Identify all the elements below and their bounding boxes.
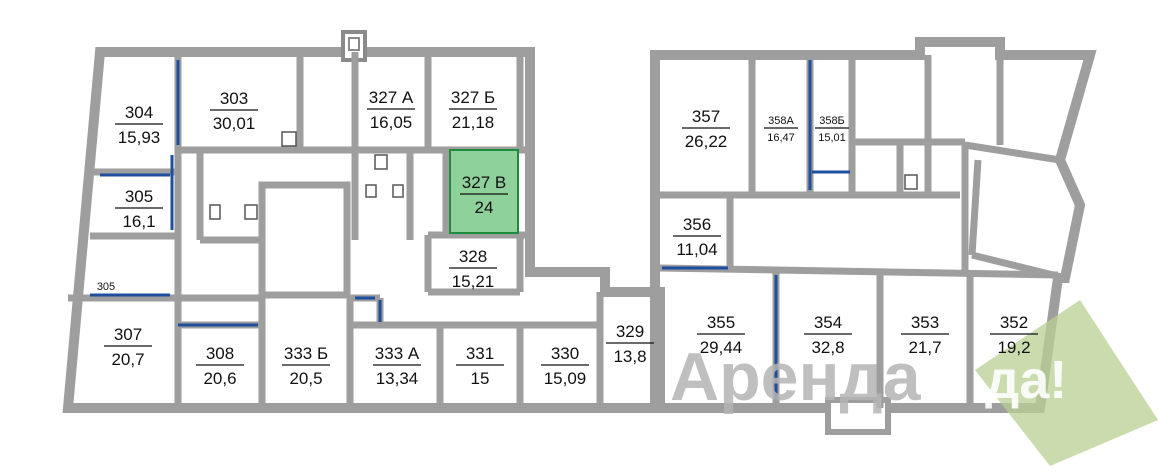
room-area: 15,21 [452,272,495,291]
room-number: 327 Б [451,88,495,107]
room-area: 26,22 [685,132,728,151]
room-number: 327 А [369,88,414,107]
watermark-badge [975,300,1158,466]
room-label-358a[interactable]: 358А 16,47 [764,115,798,144]
room-number: 303 [220,89,248,108]
room-area: 11,04 [676,240,717,259]
room-number: 358А [768,115,794,127]
room-label-353[interactable]: 353 21,7 [901,313,949,357]
room-label-357[interactable]: 357 26,22 [682,107,730,151]
room-area: 16,47 [767,132,795,144]
room-label-329[interactable]: 329 13,8 [606,322,654,366]
room-area: 15,09 [544,369,587,388]
room-327v-highlight[interactable] [449,149,519,234]
room-area: 29,44 [700,338,743,357]
room-number: 357 [692,107,720,126]
room-label-303[interactable]: 303 30,01 [210,89,258,133]
room-number: 333 Б [284,344,328,363]
room-number: 305 [97,281,115,293]
room-number: 333 А [375,344,420,363]
room-label-327b[interactable]: 327 Б 21,18 [449,88,497,132]
room-area: 20,7 [111,350,144,369]
room-number: 308 [206,344,234,363]
room-label-307[interactable]: 307 20,7 [104,325,152,369]
room-area: 16,05 [370,113,413,132]
room-area: 15,01 [818,132,846,144]
room-number: 355 [707,313,735,332]
room-area: 15 [471,369,490,388]
room-label-308[interactable]: 308 20,6 [196,344,244,388]
room-number: 358Б [819,115,845,127]
glass-partitions [90,60,850,400]
room-area: 20,6 [203,369,236,388]
room-number: 329 [616,322,644,341]
room-area: 13,34 [376,369,419,388]
watermark-main-text: Аренда [670,339,922,415]
room-label-354[interactable]: 354 32,8 [804,313,852,357]
room-label-355[interactable]: 355 29,44 [697,313,745,357]
watermark: Аренда да! [670,300,1158,466]
room-area: 21,7 [908,338,941,357]
room-area: 21,18 [452,113,495,132]
room-label-305s[interactable]: 305 [97,281,115,293]
room-number: 305 [125,187,153,206]
room-area: 20,5 [289,369,322,388]
room-area: 16,1 [122,212,155,231]
room-label-304[interactable]: 304 15,93 [115,103,163,147]
room-label-328[interactable]: 328 15,21 [449,247,497,291]
room-number: 353 [911,313,939,332]
room-label-330[interactable]: 330 15,09 [541,344,589,388]
room-area: 24 [475,198,494,217]
room-area: 30,01 [213,114,256,133]
room-number: 304 [125,103,153,122]
room-label-333a[interactable]: 333 А 13,34 [373,344,421,388]
room-label-356[interactable]: 356 11,04 [673,215,721,259]
watermark-badge-text: да! [985,350,1067,410]
room-label-327v[interactable]: 327 В 24 [460,173,508,217]
room-label-352[interactable]: 352 19,2 [990,313,1038,357]
sanitary-fixtures [209,131,918,220]
room-number: 331 [466,344,494,363]
room-area: 32,8 [811,338,844,357]
room-area: 13,8 [613,347,646,366]
room-number: 356 [683,215,711,234]
room-label-358b[interactable]: 358Б 15,01 [815,115,849,144]
room-number: 327 В [462,173,506,192]
room-number: 352 [1000,313,1028,332]
room-number: 328 [459,247,487,266]
room-number: 330 [551,344,579,363]
room-number: 307 [114,325,142,344]
room-label-305[interactable]: 305 16,1 [115,187,163,231]
room-number: 354 [814,313,842,332]
room-label-333b[interactable]: 333 Б 20,5 [282,344,330,388]
room-area: 15,93 [118,128,161,147]
room-label-327a[interactable]: 327 А 16,05 [367,88,415,132]
room-area: 19,2 [997,338,1030,357]
